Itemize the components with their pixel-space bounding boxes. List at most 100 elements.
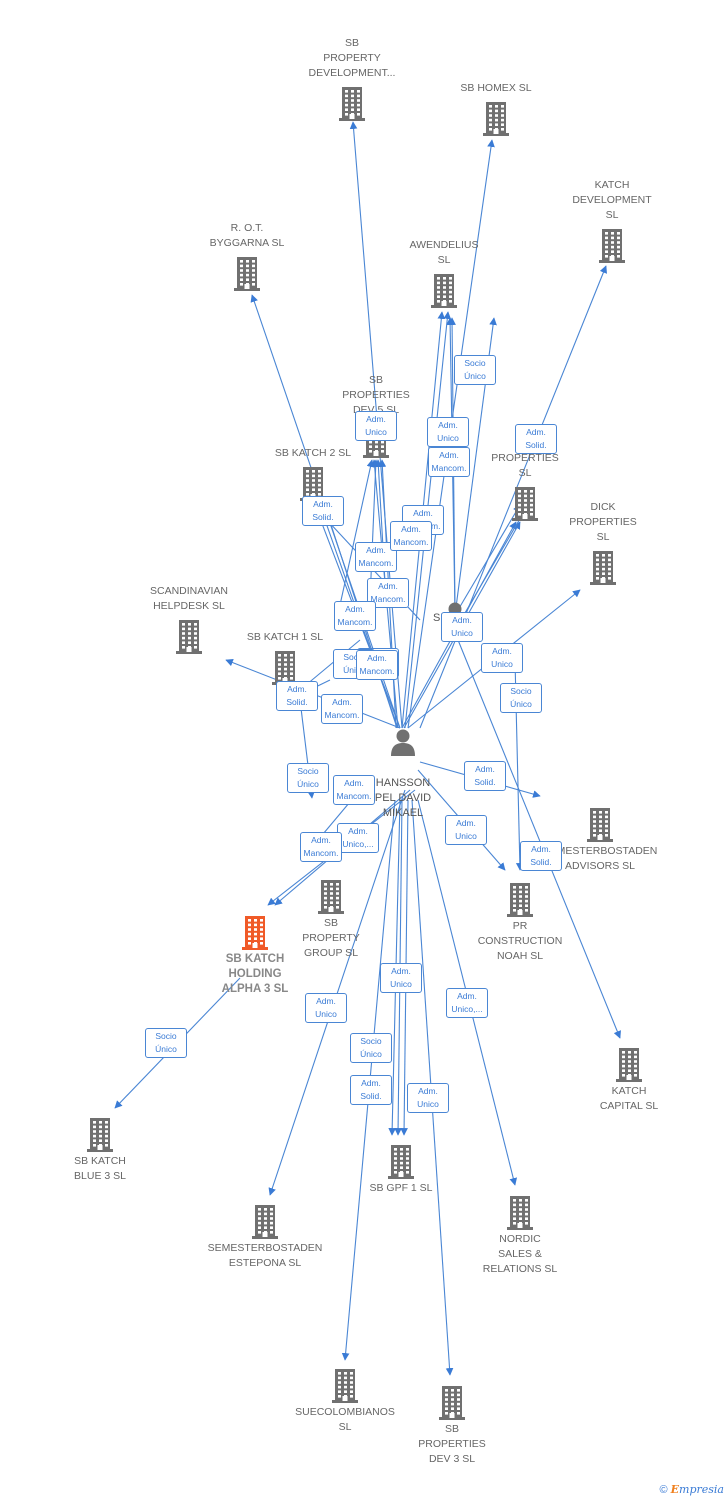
company-icon-blue3[interactable] [30,1116,170,1152]
company-label: SB KATCH 2 SL [274,447,352,459]
company-icon-semest[interactable] [195,1203,335,1239]
relationship-edge [369,459,380,601]
relationship-label[interactable]: Adm. Mancom. [356,650,398,680]
company-icon-sbpd[interactable] [282,85,422,121]
company-node-awend[interactable]: AWENDELIUS SL [374,238,514,268]
relationship-label[interactable]: Socio Único [287,763,329,793]
relationship-label[interactable]: Adm. Unico [380,963,422,993]
relationship-label[interactable]: Adm. Mancom. [367,578,409,608]
person-node-hansson[interactable] [333,727,473,757]
company-node-katchdev[interactable]: KATCH DEVELOPMENT SL [542,178,682,223]
company-icon-sueco[interactable] [275,1367,415,1403]
relationship-edge [339,459,375,606]
relationship-label[interactable]: Adm. Unico,... [337,823,379,853]
company-node-katch1[interactable]: SB KATCH 1 SL [215,630,355,645]
person-icon [391,729,415,756]
company-icon-semadv[interactable] [530,806,670,842]
relationship-label[interactable]: Adm. Solid. [302,496,344,526]
company-icon-sbpg[interactable] [261,878,401,914]
relationship-label[interactable]: Adm. Unico [445,815,487,845]
relationship-edge [419,265,607,729]
company-node-gpf1[interactable]: SB GPF 1 SL [331,1181,471,1196]
building-icon [252,1205,278,1239]
company-node-sbpg[interactable]: SB PROPERTY GROUP SL [261,916,401,961]
relationship-label[interactable]: Adm. Solid. [276,681,318,711]
company-icon-dick[interactable] [533,549,673,585]
relationship-label[interactable]: Adm. Mancom. [333,775,375,805]
company-node-sueco[interactable]: SUECOLOMBIANOS SL [275,1405,415,1435]
company-icon-katchdev[interactable] [542,227,682,263]
relationship-label[interactable]: Adm. Unico,... [446,988,488,1018]
relationship-edge [457,504,521,611]
relationship-label[interactable]: Adm. Solid. [350,1075,392,1105]
company-icon-katch1[interactable] [215,649,355,685]
person-label: Hansson Pel David Mikael [374,777,432,819]
building-icon [318,880,344,914]
brand-logo: Empresia [670,1483,724,1496]
relationship-label[interactable]: Adm. Mancom. [321,694,363,724]
company-label: PR CONSTRUCTION NOAH SL [477,920,563,962]
relationship-label[interactable]: Adm. Unico [355,411,397,441]
building-icon [590,551,616,585]
company-label: SB PROPERTY GROUP SL [302,917,360,959]
relationship-label[interactable]: Adm. Solid. [464,761,506,791]
building-icon [431,274,457,308]
company-node-rot[interactable]: R. O.T. BYGGARNA SL [177,221,317,251]
company-label: SUECOLOMBIANOS SL [295,1406,395,1433]
company-node-holding[interactable]: SB KATCH HOLDING ALPHA 3 SL [185,952,325,997]
building-icon [272,651,298,685]
company-node-nordic[interactable]: NORDIC SALES & RELATIONS SL [450,1232,590,1277]
relationship-label[interactable]: Adm. Mancom. [428,447,470,477]
relationship-label[interactable]: Socio Único [500,683,542,713]
company-icon-gpf1[interactable] [331,1143,471,1179]
company-label: SEMESTERBOSTADEN ESTEPONA SL [207,1242,323,1269]
building-icon [388,1145,414,1179]
company-icon-katchcap[interactable] [559,1046,699,1082]
relationship-label[interactable]: Adm. Unico [407,1083,449,1113]
company-icon-bprop[interactable] [455,485,595,521]
company-node-prcon[interactable]: PR CONSTRUCTION NOAH SL [450,919,590,964]
company-node-dick[interactable]: DICK PROPERTIES SL [533,500,673,545]
company-icon-nordic[interactable] [450,1194,590,1230]
company-node-semest[interactable]: SEMESTERBOSTADEN ESTEPONA SL [195,1241,335,1271]
relationship-label[interactable]: Adm. Unico [441,612,483,642]
company-node-katchcap[interactable]: KATCH CAPITAL SL [559,1084,699,1114]
relationship-label[interactable]: Adm. Mancom. [334,601,376,631]
relationship-label[interactable]: Adm. Mancom. [390,521,432,551]
company-icon-rot[interactable] [177,255,317,291]
relationship-edge [457,639,621,1039]
brand-footer[interactable]: © Empresia [659,1483,724,1496]
company-icon-awend[interactable] [374,272,514,308]
relationship-label[interactable]: Adm. Unico [427,417,469,447]
company-node-homex[interactable]: SB HOMEX SL [426,81,566,96]
company-label: SB KATCH HOLDING ALPHA 3 SL [221,953,289,995]
relationship-label[interactable]: Adm. Unico [305,993,347,1023]
company-icon-sbdev3[interactable] [382,1384,522,1420]
relationship-label[interactable]: Adm. Mancom. [300,832,342,862]
building-icon [242,916,268,950]
company-node-scand[interactable]: SCANDINAVIAN HELPDESK SL [119,584,259,614]
company-node-semadv[interactable]: SEMESTERBOSTADEN ADVISORS SL [530,844,670,874]
relationship-label[interactable]: Adm. Solid. [520,841,562,871]
company-icon-prcon[interactable] [450,881,590,917]
relationship-label[interactable]: Adm. Unico [481,643,523,673]
company-icon-scand[interactable] [119,618,259,654]
building-icon [483,102,509,136]
copyright-symbol: © [659,1484,668,1496]
relationship-label[interactable]: Socio Único [454,355,496,385]
relationship-label[interactable]: Adm. Solid. [515,424,557,454]
building-icon [234,257,260,291]
company-node-blue3[interactable]: SB KATCH BLUE 3 SL [30,1154,170,1184]
relationship-edge [454,504,529,631]
company-icon-holding[interactable] [185,914,325,950]
relationship-label[interactable]: Socio Único [145,1028,187,1058]
relationship-label[interactable]: Socio Único [350,1033,392,1063]
company-node-sbdev3[interactable]: SB PROPERTIES DEV 3 SL [382,1422,522,1467]
company-node-katch2[interactable]: SB KATCH 2 SL [243,446,383,461]
relationship-label[interactable]: Adm. Mancom. [355,542,397,572]
company-label: R. O.T. BYGGARNA SL [209,222,285,249]
company-icon-homex[interactable] [426,100,566,136]
company-node-sbpd[interactable]: SB PROPERTY DEVELOPMENT... [282,36,422,81]
relationship-edge [374,459,387,601]
company-label: KATCH DEVELOPMENT SL [572,179,652,221]
